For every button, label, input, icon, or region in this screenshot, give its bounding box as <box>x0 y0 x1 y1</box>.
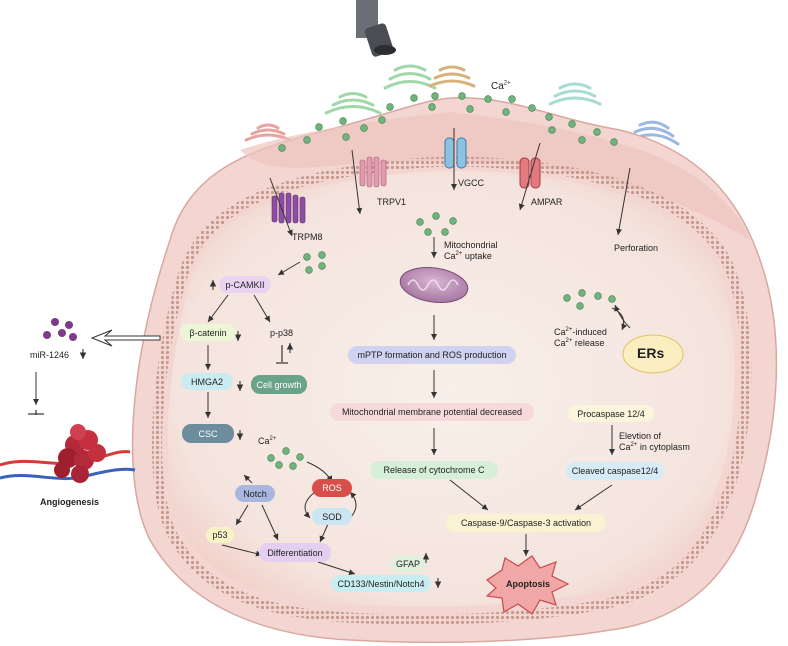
apoptosis-label: Apoptosis <box>506 579 550 589</box>
mir-1246-label: miR-1246 <box>30 350 70 360</box>
ampar-label: AMPAR <box>531 197 563 207</box>
notch-box: Notch <box>235 485 275 502</box>
beta-catenin-box: β-catenin <box>180 324 236 341</box>
ca-elevation-label: Elevtion of Ca2+ in cytoplasm <box>619 431 690 452</box>
er-label: ERs <box>637 345 665 361</box>
exosome-dots <box>43 318 77 341</box>
trpv1-label: TRPV1 <box>377 197 407 207</box>
mitochondrion <box>399 267 469 303</box>
ultrasound-waves <box>244 64 680 146</box>
trpm8-label: TRPM8 <box>292 232 323 242</box>
mito-uptake-label: Mitochondrial Ca2+ uptake <box>444 240 498 261</box>
ros-box: ROS <box>312 479 352 497</box>
vgcc-label: VGCC <box>458 178 485 188</box>
angiogenesis-label: Angiogenesis <box>40 497 100 507</box>
calcium-dots <box>267 92 618 470</box>
cell-growth-box: Cell growth <box>251 375 307 394</box>
trpm8-channel <box>271 192 306 224</box>
procaspase-box: Procaspase 12/4 <box>568 405 654 422</box>
inhibition-marks <box>28 345 288 415</box>
differentiation-box: Differentiation <box>259 543 331 562</box>
apoptosis-burst <box>485 555 570 615</box>
sod-box: SOD <box>312 508 352 525</box>
exosome-arrow <box>90 329 161 347</box>
perforation-label: Perforation <box>614 243 659 253</box>
pathway-arrows <box>33 128 631 576</box>
cytochrome-c-box: Release of cytochrome C <box>370 461 498 479</box>
cell-membrane <box>152 156 752 625</box>
er-release-label: Ca2+-induced Ca2+ release <box>554 327 607 348</box>
calcium-label: Ca2+ <box>491 80 511 92</box>
membrane-potential-box: Mitochondrial membrane potential decreas… <box>330 403 534 421</box>
mptp-box: mPTP formation and ROS production <box>348 346 516 364</box>
regulation-arrows <box>79 280 442 588</box>
ca-differentiation-label: Ca2+ <box>258 436 277 446</box>
vgcc-channel <box>444 137 467 169</box>
p-camkii-box: p-CAMKII <box>219 276 271 293</box>
p-p38-label: p-p38 <box>270 328 294 338</box>
angiogenesis-graphic <box>0 424 136 483</box>
csc-box: CSC <box>182 424 234 443</box>
gfap-box: GFAP <box>391 556 425 572</box>
er-ellipse <box>622 334 684 374</box>
hmga2-box: HMGA2 <box>181 373 233 390</box>
caspase-activation-box: Caspase-9/Caspase-3 activation <box>446 514 606 532</box>
trpv1-channel <box>359 156 387 188</box>
cleaved-caspase-box: Cleaved caspase12/4 <box>566 462 664 480</box>
ultrasound-probe <box>356 0 396 57</box>
p53-box: p53 <box>206 527 234 543</box>
cd133-markers-box: CD133/Nestin/Notch4 <box>331 575 431 592</box>
